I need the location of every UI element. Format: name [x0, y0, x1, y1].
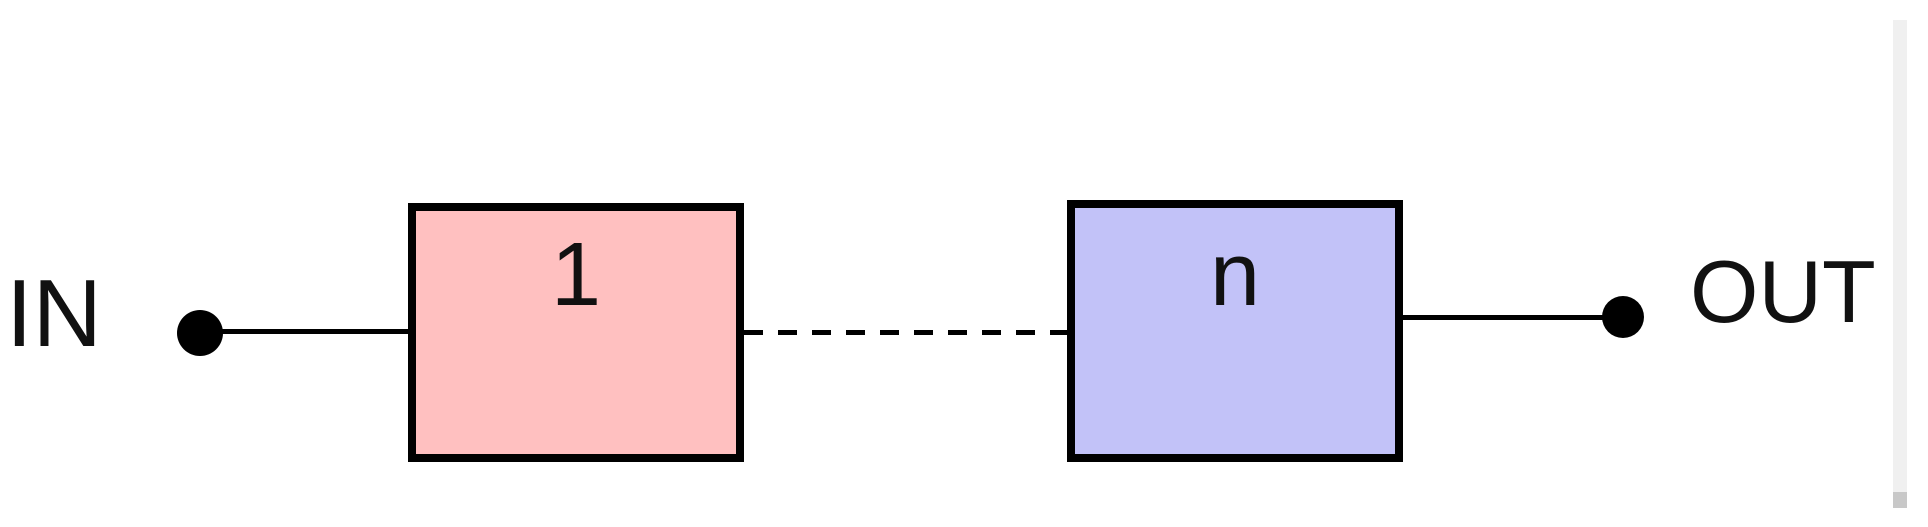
vertical-scrollbar-thumb[interactable] [1893, 492, 1907, 508]
wire-last-node-to-out [1403, 315, 1623, 320]
vertical-scrollbar-track[interactable] [1893, 20, 1907, 508]
node-last-label: n [1209, 225, 1261, 325]
node-first-label: 1 [550, 225, 602, 325]
wire-dashed-ellipsis [744, 330, 1067, 335]
node-first [408, 203, 744, 462]
node-last [1067, 200, 1403, 462]
output-terminal-dot-icon [1602, 296, 1644, 338]
output-terminal-label: OUT [1690, 242, 1876, 341]
input-terminal-label: IN [6, 260, 102, 367]
wire-in-to-first-node [200, 329, 408, 334]
